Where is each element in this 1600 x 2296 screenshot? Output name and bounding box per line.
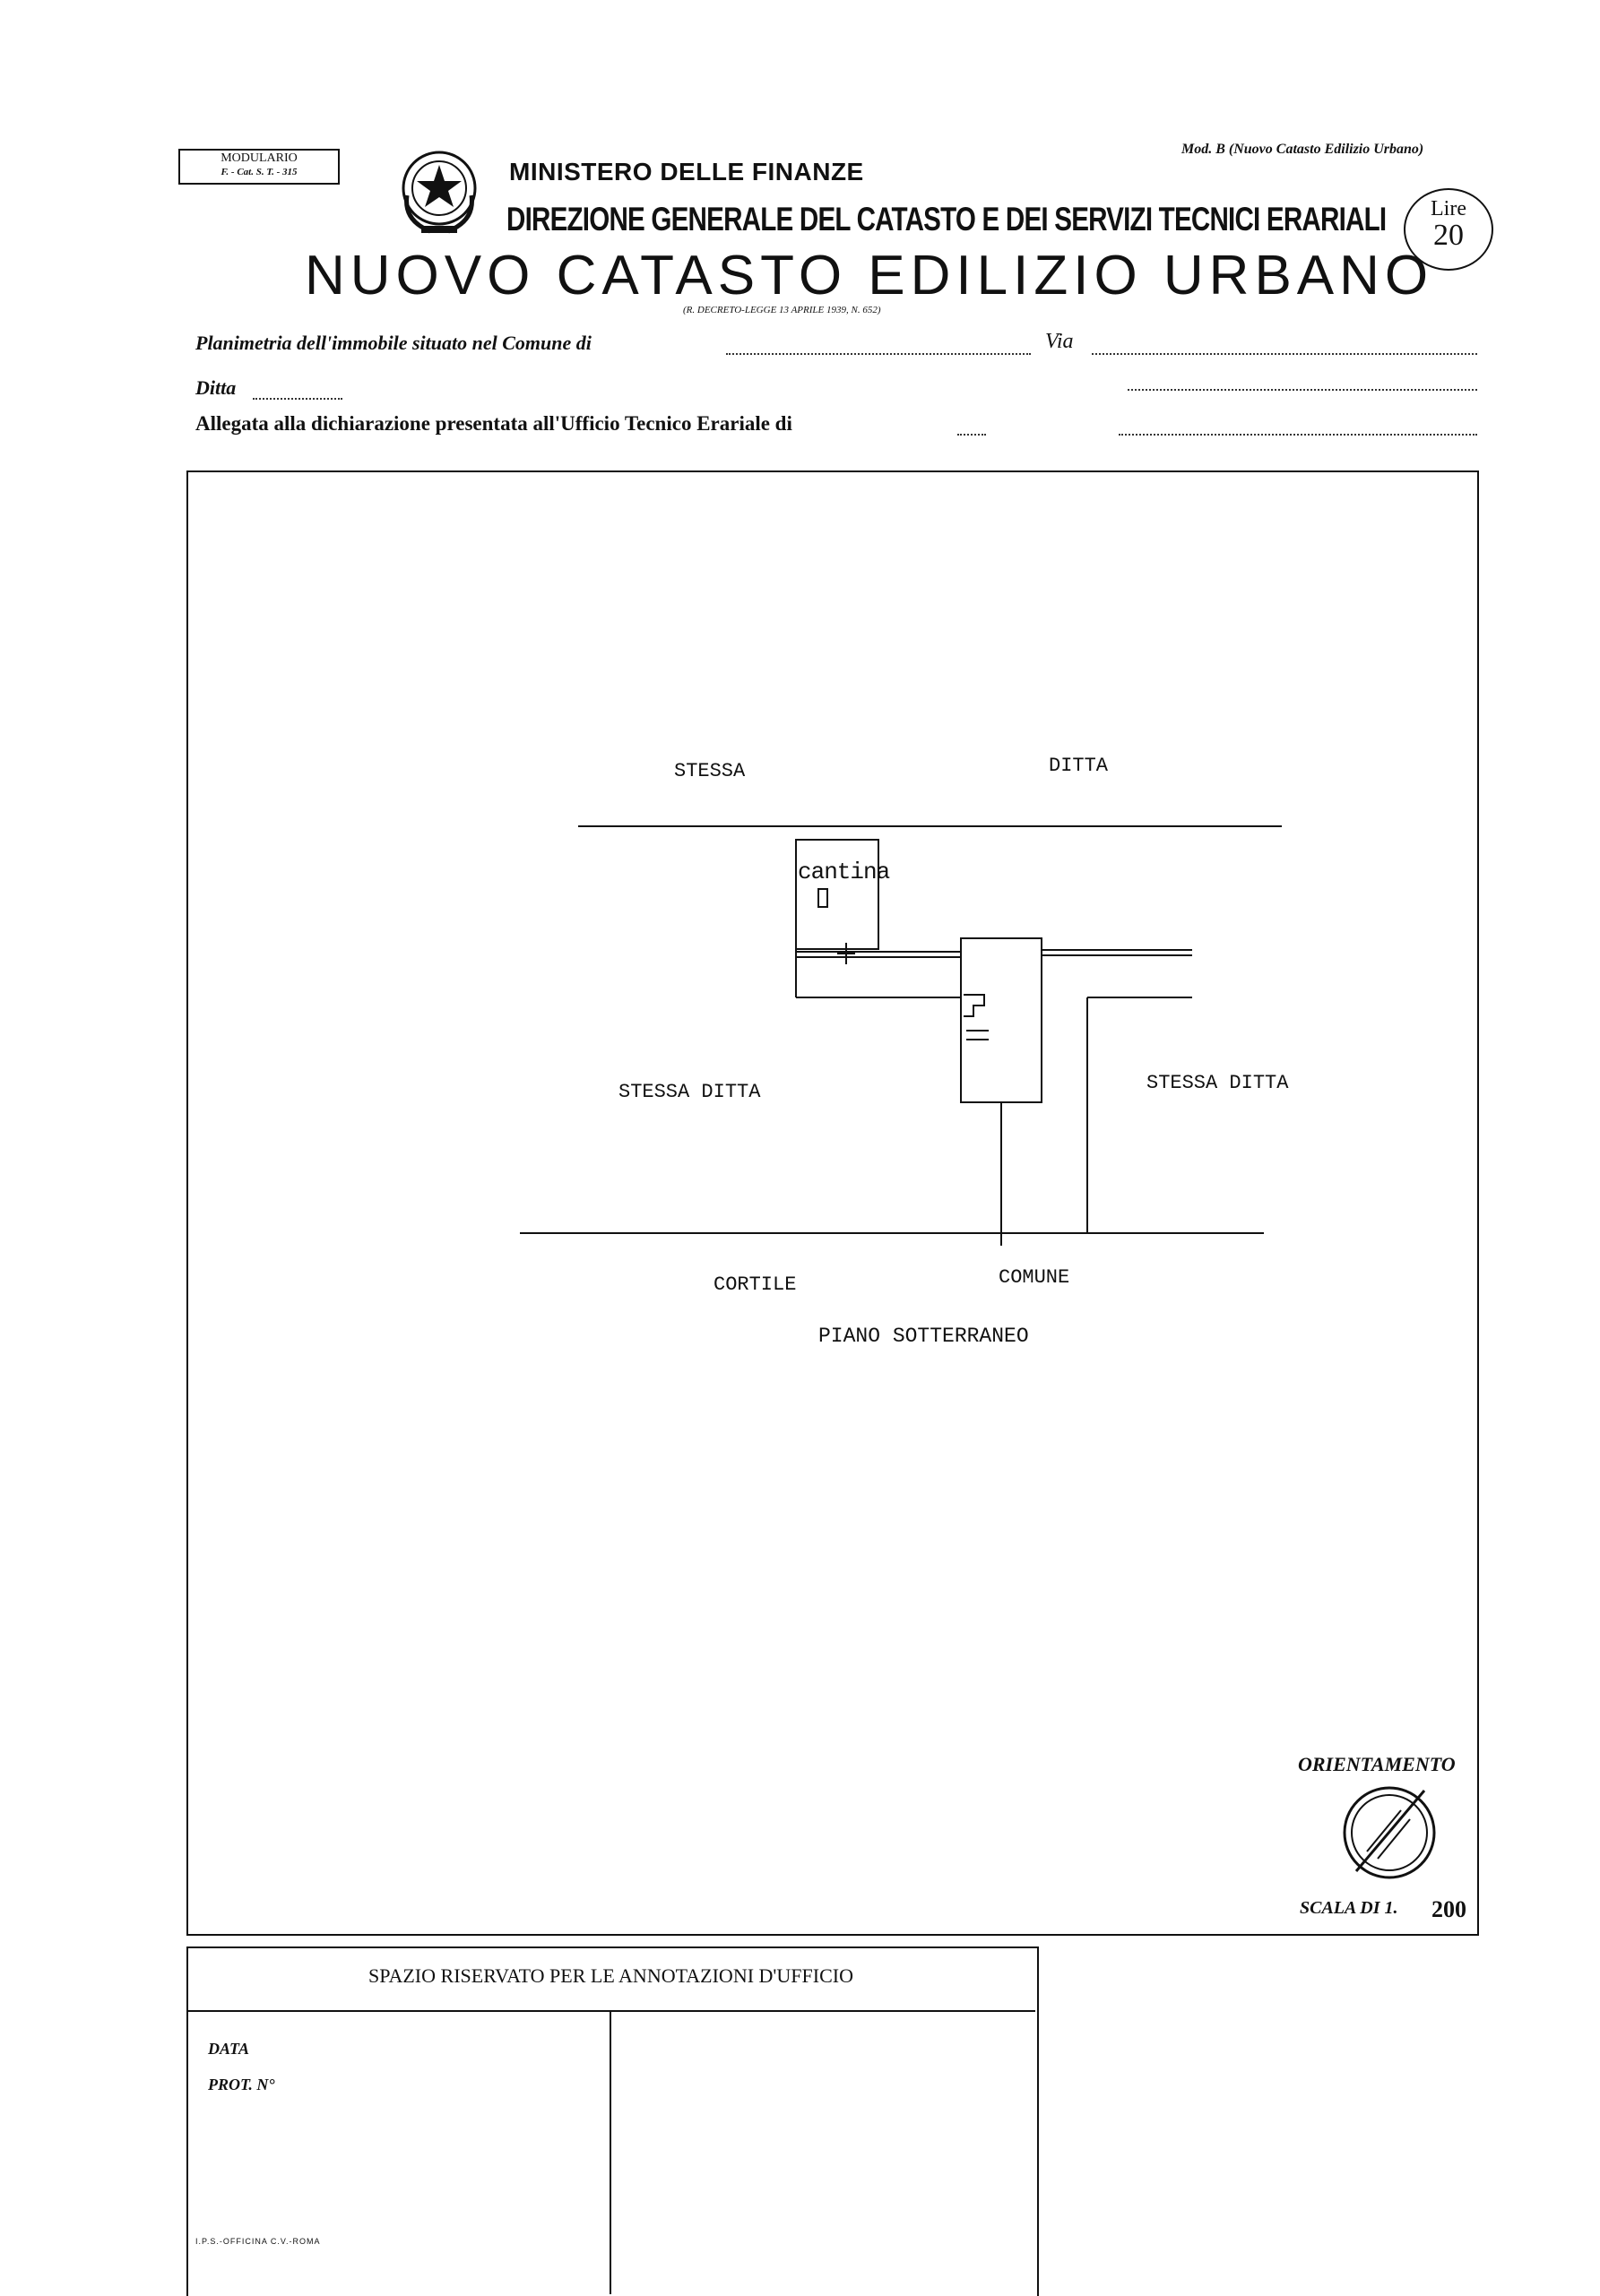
ditta-field[interactable] bbox=[253, 398, 342, 400]
scale-label: SCALA DI 1. bbox=[1300, 1898, 1398, 1918]
office-box bbox=[186, 1946, 1039, 2296]
ditta-label: Ditta bbox=[195, 376, 237, 399]
plan-label-bottom-left: CORTILE bbox=[714, 1273, 797, 1296]
model-label: Mod. B (Nuovo Catasto Edilizio Urbano) bbox=[1181, 142, 1424, 157]
office-date-label: DATA bbox=[208, 2040, 250, 2058]
floor-label: PIANO SOTTERRANEO bbox=[818, 1325, 1029, 1348]
modulario-code: F. - Cat. S. T. - 315 bbox=[221, 167, 298, 177]
ufficio-field-2[interactable] bbox=[1119, 434, 1477, 436]
plan-label-bottom-right: COMUNE bbox=[999, 1266, 1070, 1289]
modulario-title: MODULARIO bbox=[221, 151, 298, 165]
compass-icon bbox=[1340, 1783, 1439, 1882]
via-field[interactable] bbox=[1092, 353, 1477, 355]
emblem-icon bbox=[394, 142, 484, 240]
directorate-name: DIREZIONE GENERALE DEL CATASTO E DEI SER… bbox=[506, 201, 1387, 237]
stamp-value: 20 bbox=[1433, 219, 1464, 252]
stamp-unit: Lire bbox=[1431, 197, 1466, 220]
page-title: NUOVO CATASTO EDILIZIO URBANO bbox=[305, 245, 1434, 306]
planimetria-label: Planimetria dell'immobile situato nel Co… bbox=[195, 332, 592, 354]
office-title: SPAZIO RISERVATO PER LE ANNOTAZIONI D'UF… bbox=[368, 1964, 853, 1987]
ministry-name: MINISTERO DELLE FINANZE bbox=[509, 158, 864, 186]
stamp-seal: Lire 20 bbox=[1404, 188, 1493, 271]
modulario-box: MODULARIO F. - Cat. S. T. - 315 bbox=[178, 149, 340, 185]
allegata-label: Allegata alla dichiarazione presentata a… bbox=[195, 412, 792, 435]
scale-value: 200 bbox=[1431, 1896, 1466, 1922]
ufficio-field[interactable] bbox=[957, 434, 986, 436]
plan-label-right: STESSA DITTA bbox=[1146, 1072, 1289, 1094]
orientation-label: ORIENTAMENTO bbox=[1298, 1753, 1456, 1775]
printer-credit: I.P.S.-OFFICINA C.V.-ROMA bbox=[195, 2237, 321, 2246]
ditta-field-2[interactable] bbox=[1128, 389, 1477, 391]
plan-label-left: STESSA DITTA bbox=[618, 1081, 761, 1103]
drawing-frame bbox=[186, 470, 1479, 1936]
comune-field[interactable] bbox=[726, 353, 1031, 355]
plan-label-top-left: STESSA bbox=[674, 760, 746, 782]
via-label: Via bbox=[1045, 330, 1074, 353]
office-prot-label: PROT. N° bbox=[208, 2076, 275, 2093]
office-column-divider bbox=[610, 2010, 611, 2294]
room-label-cantina: cantina bbox=[798, 859, 890, 885]
plan-label-top-right: DITTA bbox=[1049, 755, 1109, 777]
decree-label: (R. DECRETO-LEGGE 13 APRILE 1939, N. 652… bbox=[683, 305, 881, 315]
